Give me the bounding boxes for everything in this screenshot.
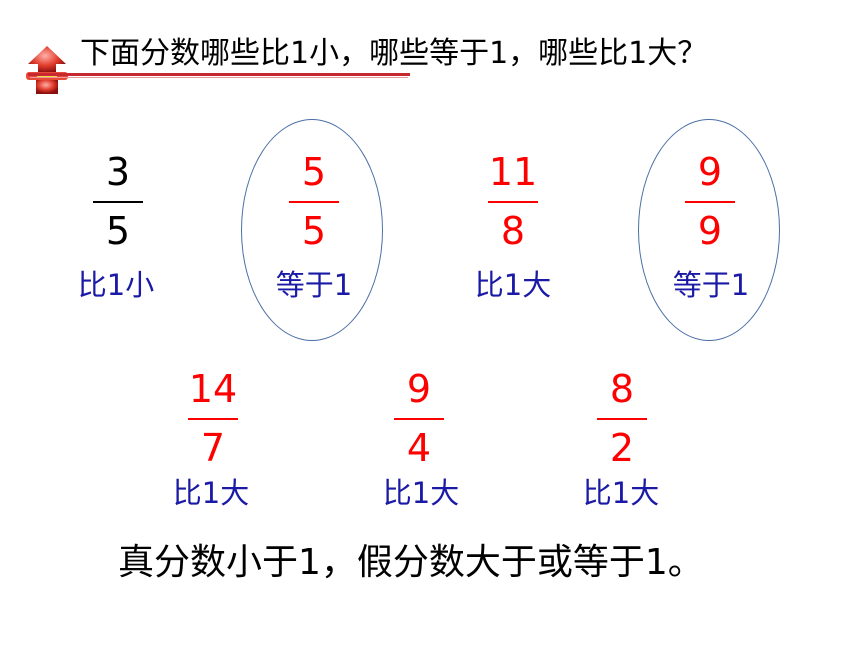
numerator: 11 bbox=[488, 150, 538, 194]
fraction-bar bbox=[93, 201, 143, 203]
fraction-bar bbox=[394, 418, 444, 420]
page-title: 下面分数哪些比1小，哪些等于1，哪些比1大？ bbox=[80, 36, 708, 71]
title-underline bbox=[28, 73, 410, 76]
label-less-than-1: 比1小 bbox=[77, 268, 155, 302]
label-equal-1: 等于1 bbox=[672, 268, 750, 302]
title-underline-shadow bbox=[30, 77, 408, 78]
fraction-11-8: 11 8 bbox=[473, 150, 553, 253]
denominator: 8 bbox=[500, 209, 526, 253]
label-greater-than-1: 比1大 bbox=[474, 268, 552, 302]
fraction-9-9: 9 9 bbox=[670, 150, 750, 253]
denominator: 5 bbox=[301, 209, 327, 253]
denominator: 7 bbox=[200, 426, 226, 470]
fraction-bar bbox=[685, 201, 735, 203]
fraction-5-5: 5 5 bbox=[274, 150, 354, 253]
label-greater-than-1: 比1大 bbox=[382, 476, 460, 510]
label-equal-1: 等于1 bbox=[275, 268, 353, 302]
denominator: 5 bbox=[105, 209, 131, 253]
numerator: 5 bbox=[301, 150, 327, 194]
bullet-icon bbox=[26, 46, 68, 94]
label-greater-than-1: 比1大 bbox=[172, 476, 250, 510]
denominator: 9 bbox=[697, 209, 723, 253]
numerator: 9 bbox=[406, 367, 432, 411]
fraction-3-5: 3 5 bbox=[78, 150, 158, 253]
fraction-bar bbox=[188, 418, 238, 420]
conclusion-text: 真分数小于1，假分数大于或等于1。 bbox=[118, 542, 704, 583]
fraction-bar bbox=[289, 201, 339, 203]
numerator: 9 bbox=[697, 150, 723, 194]
denominator: 2 bbox=[609, 426, 635, 470]
fraction-bar bbox=[488, 201, 538, 203]
fraction-8-2: 8 2 bbox=[582, 367, 662, 470]
fraction-9-4: 9 4 bbox=[379, 367, 459, 470]
label-greater-than-1: 比1大 bbox=[582, 476, 660, 510]
fraction-14-7: 14 7 bbox=[173, 367, 253, 470]
numerator: 8 bbox=[609, 367, 635, 411]
fraction-bar bbox=[597, 418, 647, 420]
oval-highlight-9-9 bbox=[638, 119, 780, 341]
numerator: 3 bbox=[105, 150, 131, 194]
oval-highlight-5-5 bbox=[241, 119, 383, 341]
numerator: 14 bbox=[188, 367, 238, 411]
denominator: 4 bbox=[406, 426, 432, 470]
